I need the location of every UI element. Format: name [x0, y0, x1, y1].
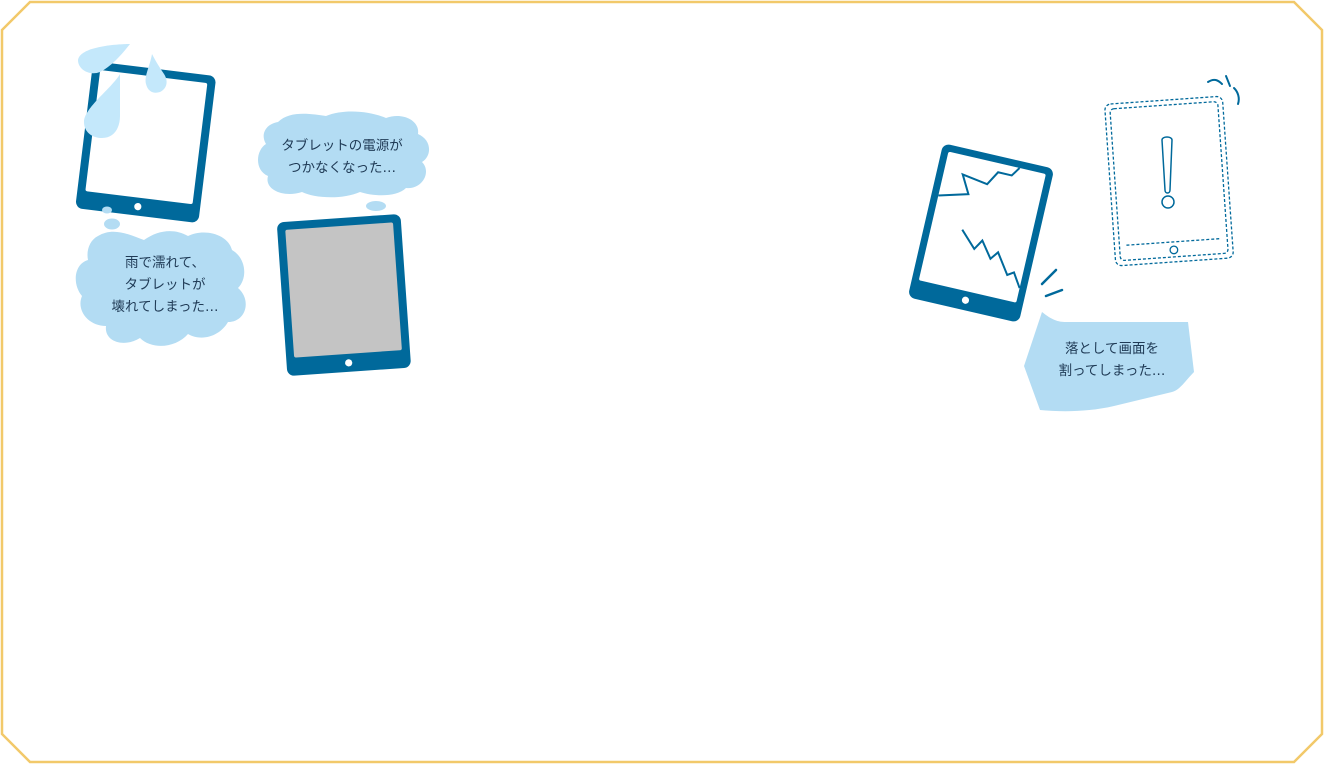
cracked-screen-icon — [909, 144, 1053, 322]
scene-no-power — [258, 111, 430, 376]
impact-lines-icon — [1040, 268, 1064, 298]
scene-cracked-screen — [909, 144, 1194, 412]
thought-bubble — [258, 111, 430, 198]
alert-burst-icon — [1207, 75, 1240, 105]
caption-no-power: タブレットの電源が つかなくなった… — [281, 138, 403, 176]
tablet-icon — [277, 214, 411, 376]
scene-water-damage — [75, 44, 246, 346]
water-drop-icon — [78, 44, 167, 138]
thought-bubble — [75, 231, 246, 346]
scene-warning — [1104, 75, 1240, 267]
outline-tablet-icon — [1104, 95, 1234, 267]
speech-bubble — [1024, 312, 1194, 412]
caption-water-damage: 雨で濡れて、 タブレットが 壊れてしまった… — [111, 255, 219, 315]
caption-cracked-screen: 落として画面を 割ってしまった… — [1058, 341, 1166, 379]
exclamation-icon — [1161, 136, 1175, 209]
wet-tablet-icon — [75, 61, 216, 223]
